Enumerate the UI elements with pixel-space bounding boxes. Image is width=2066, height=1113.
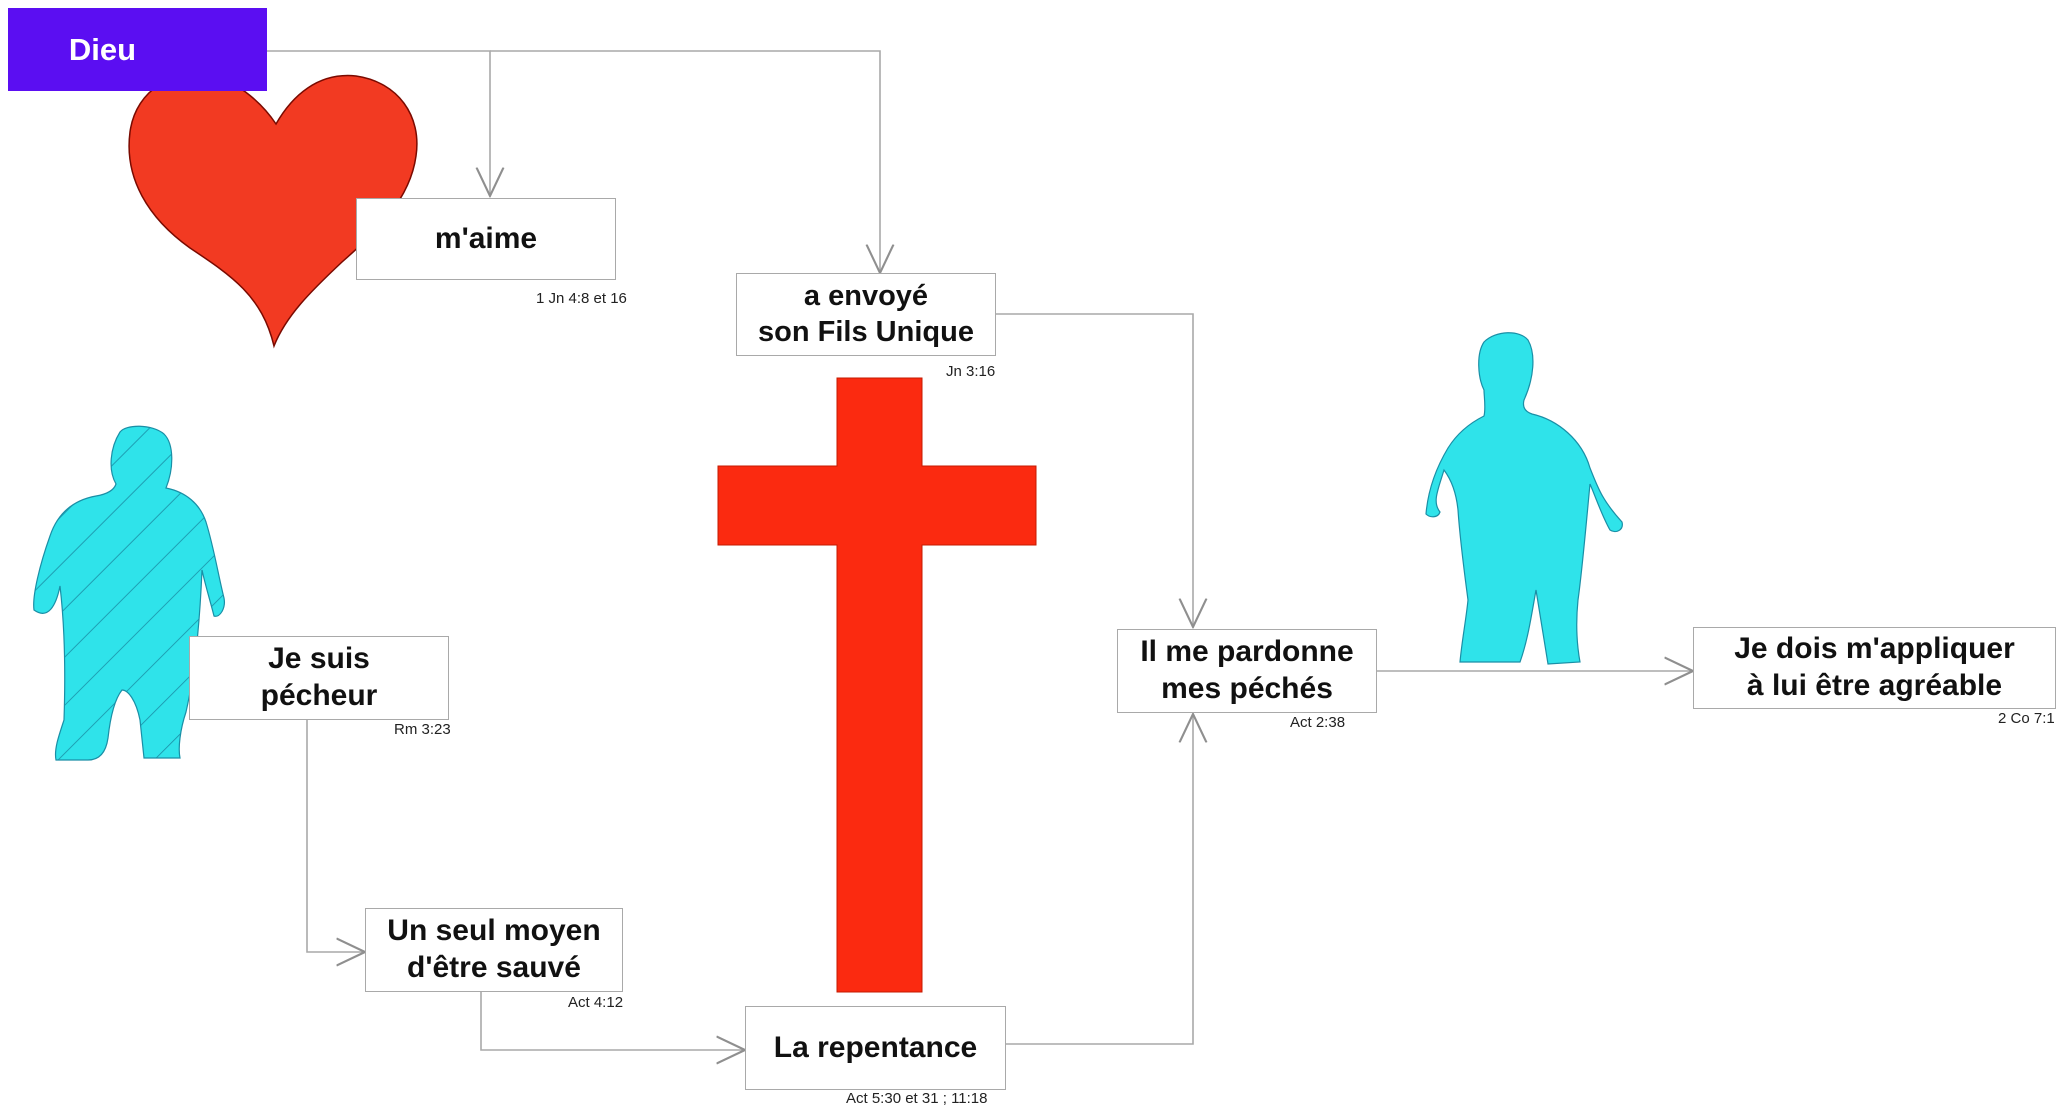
node-moyen: Un seul moyen d'être sauvé <box>365 908 623 992</box>
ref-aime: 1 Jn 4:8 et 16 <box>536 290 627 307</box>
node-pecheur-text: Je suis pécheur <box>260 642 378 712</box>
node-pardonne: Il me pardonne mes péchés <box>1117 629 1377 713</box>
ref-moyen: Act 4:12 <box>568 994 624 1011</box>
ref-repentance: Act 5:30 et 31 ; 11:18 <box>846 1090 988 1107</box>
ref-pardonne: Act 2:38 <box>1290 714 1346 731</box>
node-moyen-text: Un seul moyen d'être sauvé <box>387 914 601 984</box>
node-aime: m'aime <box>356 198 616 280</box>
person-hatched-icon <box>33 425 225 761</box>
person-icon <box>1425 332 1623 665</box>
cross-icon <box>717 377 1037 993</box>
node-appliquer-text: Je dois m'appliquer à lui être agréable <box>1734 632 2015 702</box>
node-pecheur: Je suis pécheur <box>189 636 449 720</box>
connectors <box>267 50 1693 1050</box>
node-envoye: a envoyé son Fils Unique <box>736 273 996 356</box>
node-repentance-text: La repentance <box>773 1030 978 1064</box>
ref-appliquer: 2 Co 7:1 <box>1998 710 2055 727</box>
connector-envoye-pardonne <box>996 313 1193 627</box>
ref-envoye: Jn 3:16 <box>946 363 996 380</box>
connector-moyen-repentance <box>480 992 745 1050</box>
node-appliquer: Je dois m'appliquer à lui être agréable <box>1693 627 2056 709</box>
ref-pecheur: Rm 3:23 <box>394 721 451 738</box>
node-repentance: La repentance <box>745 1006 1006 1090</box>
node-envoye-text: a envoyé son Fils Unique <box>758 280 974 348</box>
dieu-label: Dieu <box>68 31 137 67</box>
connector-dieu-envoye <box>490 50 880 273</box>
node-aime-text: m'aime <box>434 221 538 255</box>
connector-repentance-pardonne <box>1006 714 1193 1045</box>
dieu-title-box: Dieu <box>8 8 267 91</box>
node-pardonne-text: Il me pardonne mes péchés <box>1140 635 1354 705</box>
connector-pecheur-moyen <box>306 720 365 952</box>
